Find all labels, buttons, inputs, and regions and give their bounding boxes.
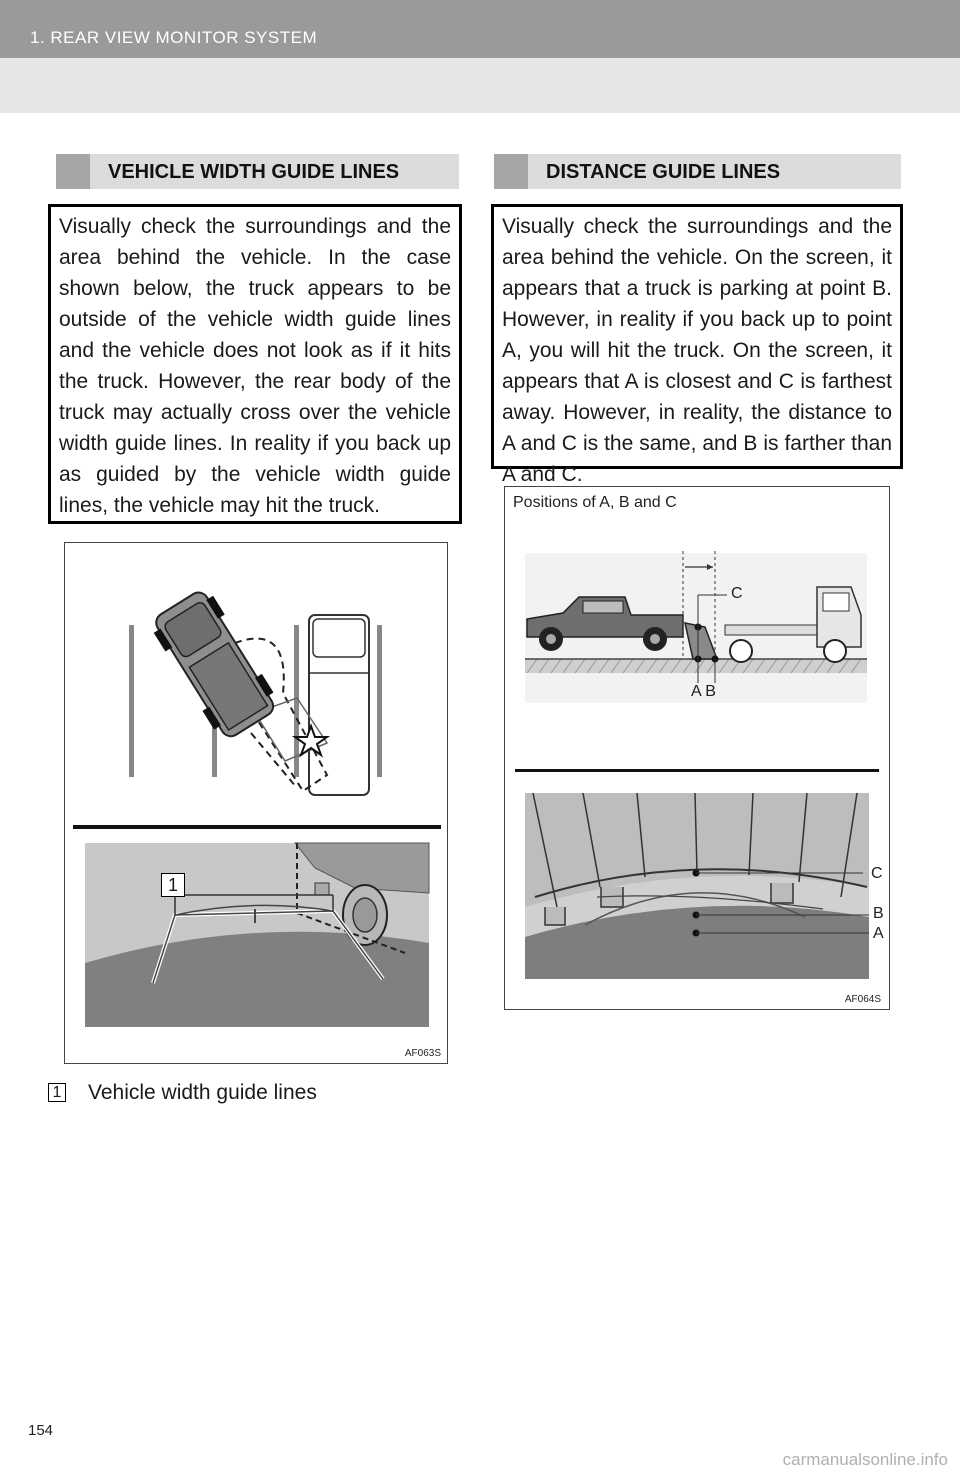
top-label-c: C [731, 585, 743, 602]
watermark: carmanualsonline.info [782, 1450, 948, 1469]
top-label-ab: A B [691, 683, 716, 700]
header-bar [0, 0, 960, 58]
legend-text: Vehicle width guide lines [88, 1081, 317, 1104]
heading-tab [494, 154, 528, 189]
distance-note-box: Visually check the surroundings and the … [491, 204, 903, 486]
section-heading-distance: DISTANCE GUIDE LINES [494, 154, 901, 189]
vehicle-width-illustration [73, 591, 441, 1027]
bottom-label-c: C [871, 865, 883, 882]
section-heading-label: DISTANCE GUIDE LINES [546, 161, 781, 183]
figure-title: Positions of A, B and C [513, 494, 677, 511]
section-heading-label: VEHICLE WIDTH GUIDE LINES [108, 161, 400, 183]
heading-tab [56, 154, 90, 189]
distance-note-text: Visually check the surroundings and the … [502, 215, 892, 486]
vehicle-width-figure: 1 AF063S [64, 542, 448, 1064]
chapter-title: 1. REAR VIEW MONITOR SYSTEM [30, 28, 318, 47]
vehicle-width-note-text: Visually check the surroundings and the … [59, 215, 451, 517]
header-band [0, 58, 960, 113]
section-heading-vehicle-width: VEHICLE WIDTH GUIDE LINES [56, 154, 459, 189]
distance-illustration [515, 551, 879, 979]
bottom-label-b: B [873, 905, 884, 922]
page-number: 154 [28, 1422, 54, 1439]
figure-code: AF063S [404, 1048, 441, 1059]
figure-code: AF064S [844, 994, 881, 1005]
bottom-label-a: A [873, 925, 884, 942]
distance-figure: Positions of A, B and C [504, 486, 890, 1010]
legend-number-box: 1 [48, 1083, 66, 1102]
vehicle-width-note-box: Visually check the surroundings and the … [48, 204, 462, 524]
callout-1-box: 1 [161, 873, 185, 897]
